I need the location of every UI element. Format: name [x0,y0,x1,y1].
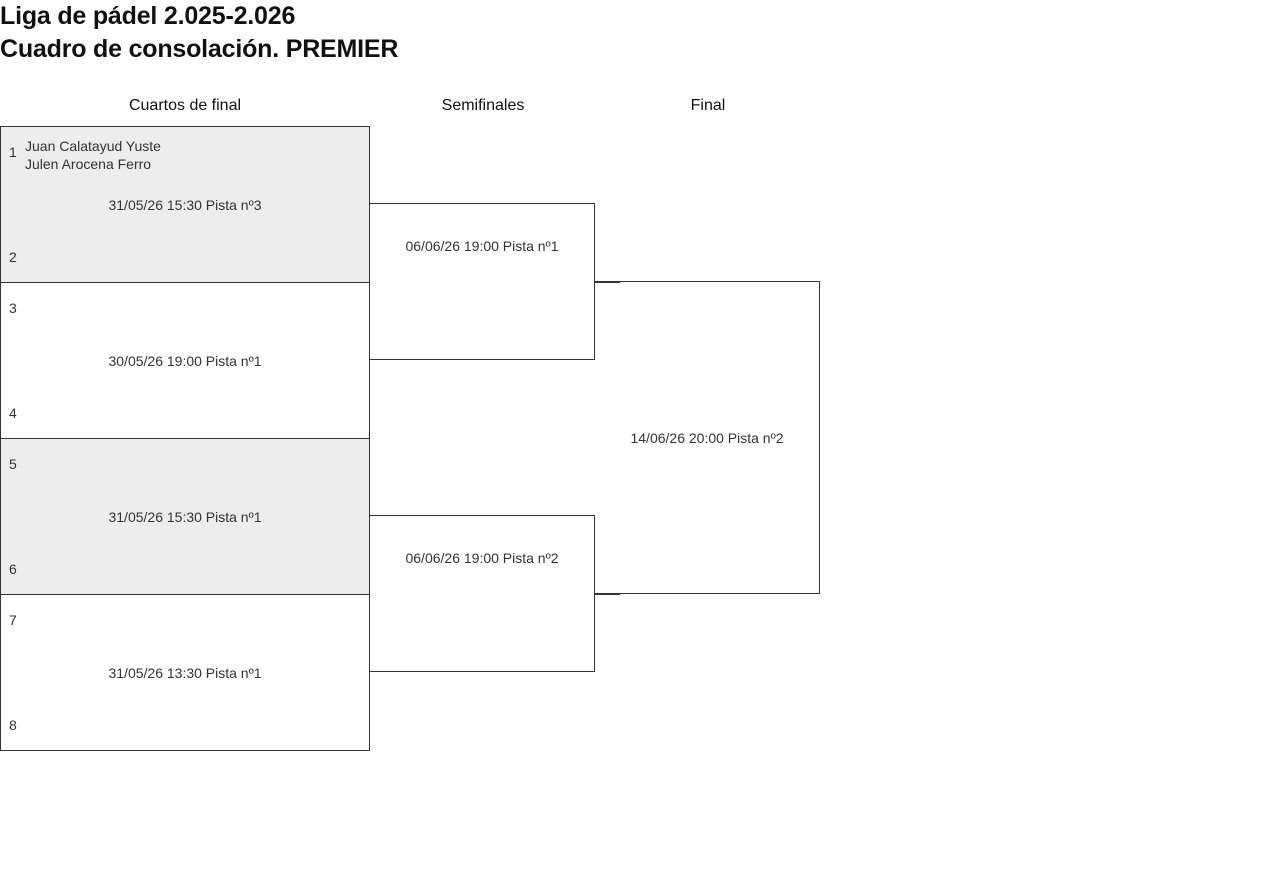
page-title-line-1: Liga de pádel 2.025-2.026 [0,2,296,30]
round-header-final: Final [690,97,726,114]
match-quarterfinal-3[interactable]: 5 6 31/05/26 15:30 Pista nº1 [0,439,370,595]
seed-number-bottom: 2 [9,249,17,265]
match-schedule: 31/05/26 15:30 Pista nº3 [108,196,262,213]
match-schedule: 06/06/26 19:00 Pista nº2 [405,550,559,566]
seed-number-top: 5 [9,456,17,472]
match-quarterfinal-2[interactable]: 3 4 30/05/26 19:00 Pista nº1 [0,283,370,439]
seed-number-top: 1 [9,144,17,160]
match-schedule: 06/06/26 19:00 Pista nº1 [405,238,559,254]
seed-number-bottom: 6 [9,561,17,577]
seed-number-top: 7 [9,612,17,628]
seed-number-bottom: 8 [9,717,17,733]
round-header-semifinals: Semifinales [441,97,525,114]
player-name-top: Juan Calatayud Yuste [25,138,161,154]
match-schedule: 31/05/26 15:30 Pista nº1 [108,508,262,525]
player-name-bottom: Julen Arocena Ferro [25,156,152,172]
round-header-quarterfinals: Cuartos de final [128,97,242,114]
seed-number-top: 3 [9,300,17,316]
seed-number-bottom: 4 [9,405,17,421]
match-quarterfinal-1[interactable]: 1 2 Juan Calatayud Yuste Julen Arocena F… [0,126,370,283]
match-schedule: 14/06/26 20:00 Pista nº2 [630,429,784,446]
connector-semifinal-1-to-final [595,282,620,283]
page-title: Liga de pádel 2.025-2.026 Cuadro de cons… [0,0,900,66]
match-final[interactable]: 14/06/26 20:00 Pista nº2 [595,281,820,594]
match-schedule: 30/05/26 19:00 Pista nº1 [108,352,262,369]
match-semifinal-2[interactable]: 06/06/26 19:00 Pista nº2 [370,515,595,672]
match-semifinal-1[interactable]: 06/06/26 19:00 Pista nº1 [370,203,595,360]
page-title-line-2: Cuadro de consolación. PREMIER [0,35,399,63]
tournament-bracket: 1 2 Juan Calatayud Yuste Julen Arocena F… [0,126,900,766]
match-schedule: 31/05/26 13:30 Pista nº1 [108,664,262,681]
connector-semifinal-2-to-final [595,594,620,595]
match-quarterfinal-4[interactable]: 7 8 31/05/26 13:30 Pista nº1 [0,595,370,751]
match-players: Juan Calatayud Yuste Julen Arocena Ferro [25,137,161,173]
